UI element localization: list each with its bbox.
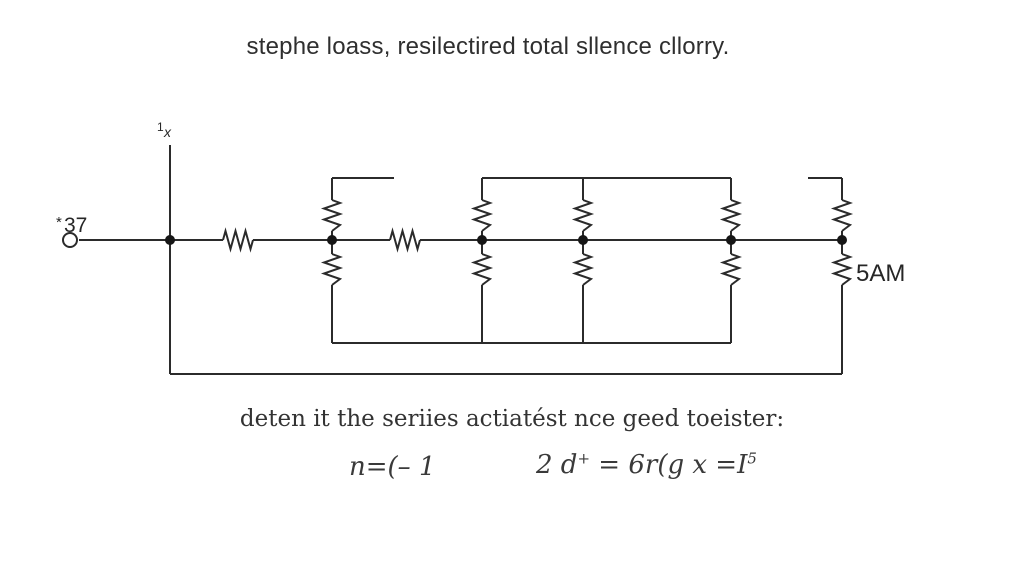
junction-dot (726, 235, 736, 245)
junction-dot (837, 235, 847, 245)
branch3-lower-resistor (571, 253, 595, 286)
branch3-upper-resistor (571, 199, 595, 232)
branch1-upper-resistor (320, 199, 344, 232)
junction-dot (578, 235, 588, 245)
node-label-sup: 1 (157, 120, 164, 134)
current-label: 5AM (856, 260, 905, 287)
figure-caption: deten it the seriies actiatést nce geed … (239, 406, 785, 432)
node-label: x (163, 124, 172, 140)
formula-right-base1: 2 d (536, 450, 578, 480)
branch2-upper-resistor (470, 199, 494, 232)
formula-right-sup1: + (577, 449, 591, 468)
branch4-lower-resistor (719, 253, 743, 286)
formula-right-sup2: 5 (747, 449, 757, 468)
junction-dot (477, 235, 487, 245)
right-upper-resistor (830, 199, 854, 232)
formula-right: 2 d+ = 6r(g x =I5 (536, 450, 757, 480)
figure-title: stephe loass, resilectired total sllence… (246, 33, 730, 60)
formula-right-base2: = 6r(g x =I (590, 450, 748, 480)
terminal-label: 37 (64, 214, 87, 237)
series-resistor-1 (222, 227, 254, 253)
input-terminal-circle (62, 232, 78, 248)
right-lower-resistor (830, 253, 854, 286)
branch2-lower-resistor (470, 253, 494, 286)
series-resistor-2 (389, 227, 421, 253)
terminal-label-sup: * (56, 214, 62, 231)
junction-dot (327, 235, 337, 245)
branch1-lower-resistor (320, 253, 344, 286)
branch4-upper-resistor (719, 199, 743, 232)
formula-left: n=(– 1 (349, 452, 436, 482)
junction-dot (165, 235, 175, 245)
